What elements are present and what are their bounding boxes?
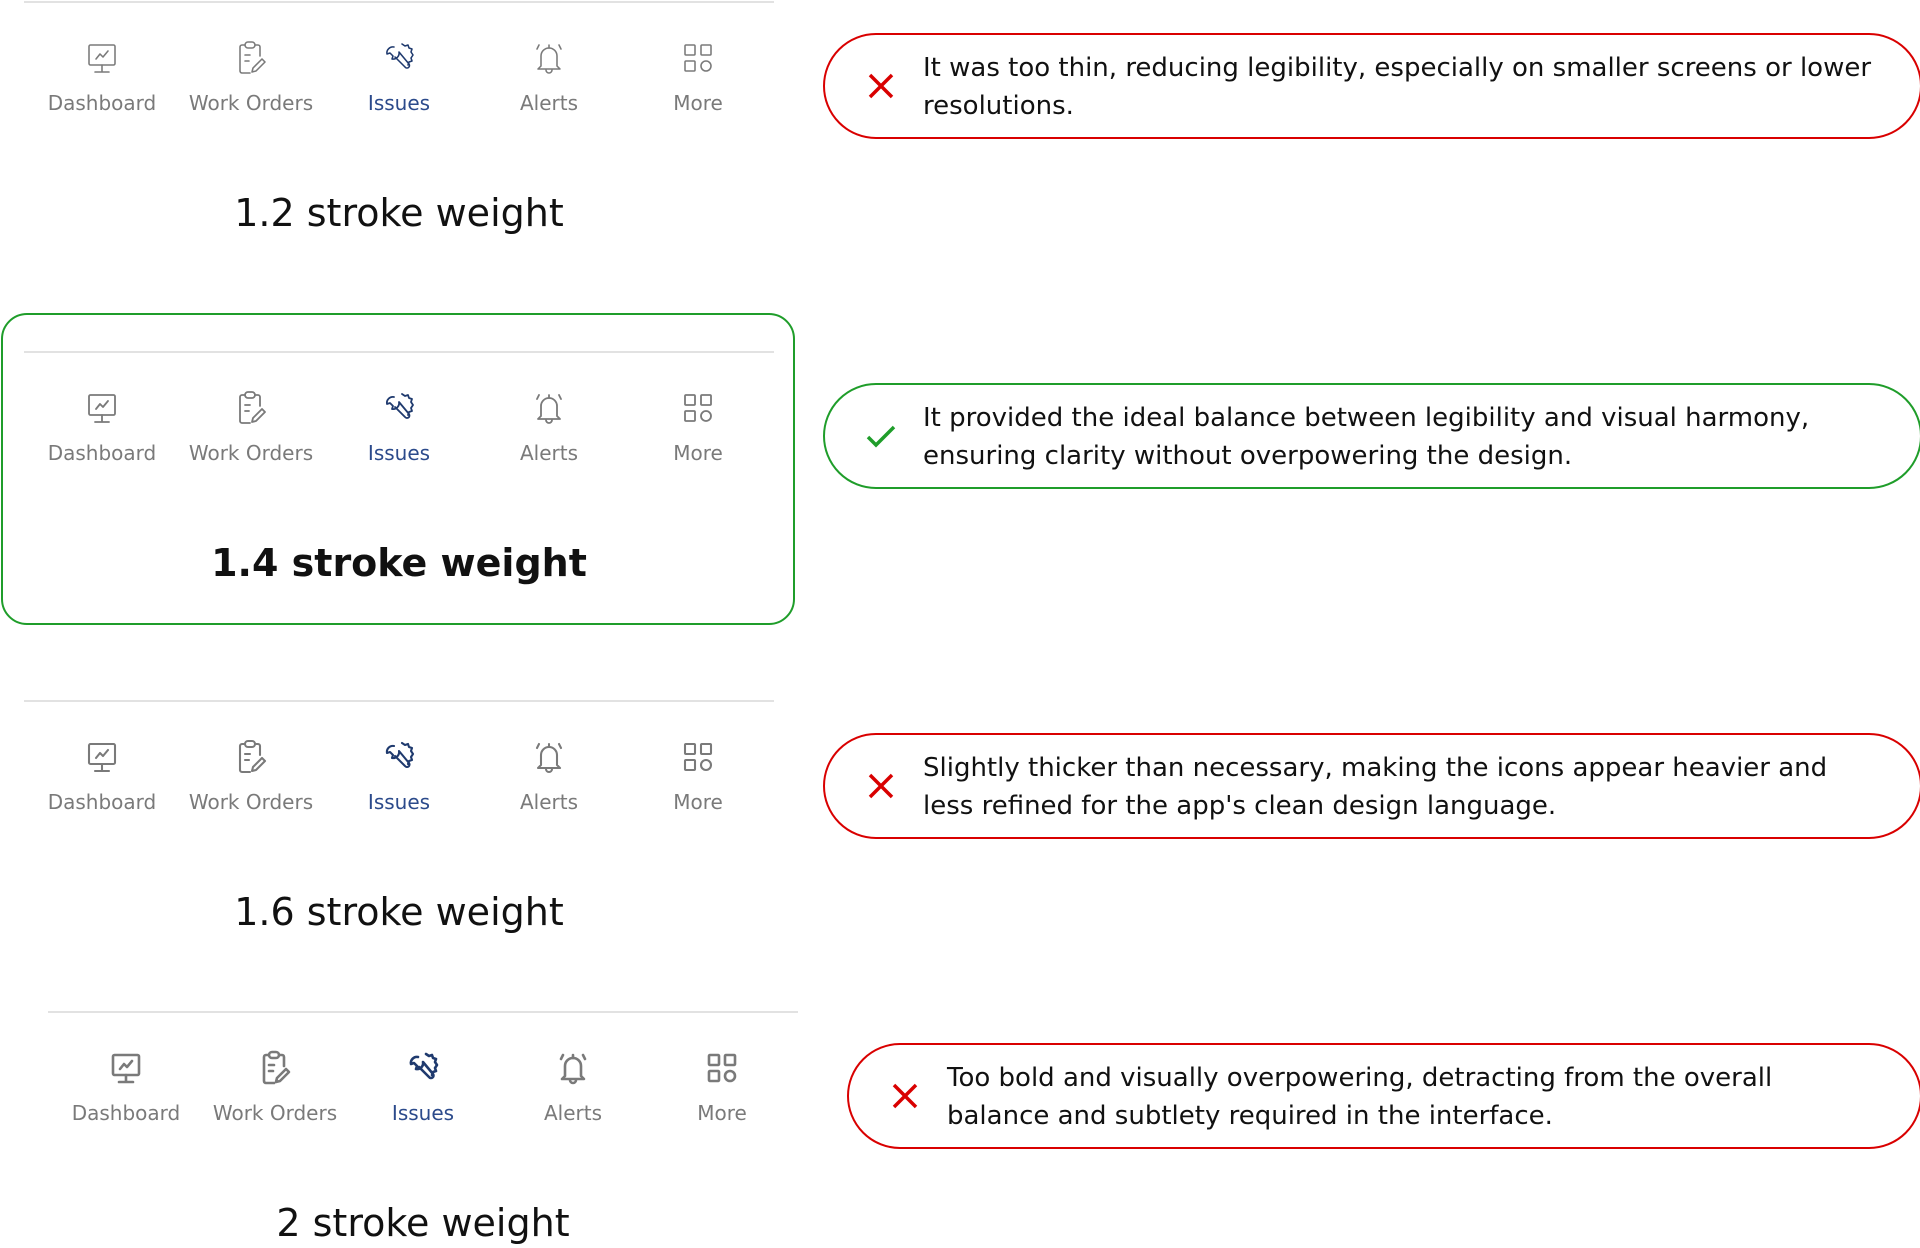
bell-icon bbox=[536, 394, 562, 424]
nav-item-more[interactable]: More bbox=[628, 37, 768, 115]
nav-top-divider bbox=[24, 700, 774, 702]
nav-item-label: Work Orders bbox=[188, 790, 314, 814]
nav-item-work-orders[interactable]: Work Orders bbox=[181, 736, 321, 814]
wrench-gear-icon bbox=[409, 1052, 439, 1080]
nav-item-label: Issues bbox=[367, 790, 431, 814]
grid-icon bbox=[684, 44, 712, 72]
nav-item-issues[interactable]: Issues bbox=[329, 37, 469, 115]
nav-item-dashboard[interactable]: Dashboard bbox=[32, 736, 172, 814]
nav-item-work-orders[interactable]: Work Orders bbox=[181, 387, 321, 465]
bottom-nav-bar: Dashboard Work Orders Issues Alerts More bbox=[24, 37, 774, 137]
clipboard-edit-icon bbox=[239, 41, 266, 74]
clipboard-edit-icon bbox=[239, 391, 266, 424]
nav-top-divider bbox=[24, 1, 774, 3]
nav-item-issues[interactable]: Issues bbox=[329, 387, 469, 465]
nav-item-issues[interactable]: Issues bbox=[353, 1047, 493, 1125]
nav-item-label: Dashboard bbox=[47, 790, 157, 814]
nav-item-label: Issues bbox=[367, 441, 431, 465]
nav-item-alerts[interactable]: Alerts bbox=[479, 736, 619, 814]
verdict-callout: It provided the ideal balance between le… bbox=[823, 383, 1920, 489]
nav-item-dashboard[interactable]: Dashboard bbox=[32, 387, 172, 465]
variant-caption: 1.2 stroke weight bbox=[234, 191, 564, 235]
nav-item-label: Work Orders bbox=[188, 441, 314, 465]
nav-item-label: Work Orders bbox=[188, 91, 314, 115]
verdict-text: It provided the ideal balance between le… bbox=[923, 403, 1810, 471]
verdict-text: It was too thin, reducing legibility, es… bbox=[923, 53, 1872, 121]
nav-item-label: Dashboard bbox=[71, 1101, 181, 1125]
nav-item-label: Dashboard bbox=[47, 441, 157, 465]
verdict-text: Too bold and visually overpowering, detr… bbox=[947, 1063, 1773, 1131]
nav-item-work-orders[interactable]: Work Orders bbox=[205, 1047, 345, 1125]
bell-icon bbox=[559, 1053, 587, 1085]
variant-caption: 2 stroke weight bbox=[276, 1201, 570, 1245]
close-x-icon bbox=[868, 773, 894, 799]
nav-item-label: Alerts bbox=[543, 1101, 603, 1125]
nav-item-more[interactable]: More bbox=[652, 1047, 792, 1125]
bottom-nav-bar: Dashboard Work Orders Issues Alerts More bbox=[24, 387, 774, 487]
bell-icon bbox=[535, 742, 563, 773]
nav-item-label: More bbox=[697, 1101, 747, 1125]
nav-item-more[interactable]: More bbox=[628, 736, 768, 814]
wrench-gear-icon bbox=[385, 741, 415, 769]
verdict-text: Slightly thicker than necessary, making … bbox=[923, 753, 1828, 821]
wrench-gear-icon bbox=[386, 393, 414, 419]
clipboard-edit-icon bbox=[262, 1050, 291, 1085]
grid-icon bbox=[707, 1053, 737, 1083]
nav-item-more[interactable]: More bbox=[628, 387, 768, 465]
close-x-icon bbox=[892, 1083, 918, 1109]
nav-item-label: More bbox=[673, 790, 723, 814]
nav-item-alerts[interactable]: Alerts bbox=[479, 387, 619, 465]
nav-item-label: More bbox=[673, 91, 723, 115]
bell-icon bbox=[536, 44, 562, 74]
monitor-chart-icon bbox=[88, 394, 116, 423]
verdict-callout: Slightly thicker than necessary, making … bbox=[823, 733, 1920, 839]
selected-variant-highlight bbox=[1, 313, 795, 625]
nav-item-alerts[interactable]: Alerts bbox=[503, 1047, 643, 1125]
close-x-icon bbox=[868, 73, 894, 99]
nav-top-divider bbox=[24, 351, 774, 353]
verdict-callout: It was too thin, reducing legibility, es… bbox=[823, 33, 1920, 139]
variant-caption: 1.4 stroke weight bbox=[211, 541, 587, 585]
nav-item-issues[interactable]: Issues bbox=[329, 736, 469, 814]
nav-item-label: Issues bbox=[367, 91, 431, 115]
variant-caption: 1.6 stroke weight bbox=[234, 890, 564, 934]
grid-icon bbox=[684, 394, 712, 422]
verdict-callout: Too bold and visually overpowering, detr… bbox=[847, 1043, 1920, 1149]
check-icon bbox=[866, 425, 896, 448]
nav-item-dashboard[interactable]: Dashboard bbox=[32, 37, 172, 115]
monitor-chart-icon bbox=[87, 742, 117, 773]
monitor-chart-icon bbox=[111, 1053, 141, 1084]
nav-item-label: Alerts bbox=[519, 790, 579, 814]
nav-top-divider bbox=[48, 1011, 798, 1013]
grid-icon bbox=[683, 742, 713, 772]
nav-item-label: Issues bbox=[391, 1101, 455, 1125]
nav-item-label: Alerts bbox=[519, 441, 579, 465]
nav-item-label: More bbox=[673, 441, 723, 465]
nav-item-work-orders[interactable]: Work Orders bbox=[181, 37, 321, 115]
nav-item-label: Work Orders bbox=[212, 1101, 338, 1125]
bottom-nav-bar: Dashboard Work Orders Issues Alerts More bbox=[24, 736, 774, 836]
nav-item-label: Dashboard bbox=[47, 91, 157, 115]
nav-item-label: Alerts bbox=[519, 91, 579, 115]
monitor-chart-icon bbox=[88, 44, 116, 73]
clipboard-edit-icon bbox=[238, 739, 267, 774]
wrench-gear-icon bbox=[386, 43, 414, 69]
bottom-nav-bar: Dashboard Work Orders Issues Alerts More bbox=[48, 1047, 798, 1147]
nav-item-alerts[interactable]: Alerts bbox=[479, 37, 619, 115]
nav-item-dashboard[interactable]: Dashboard bbox=[56, 1047, 196, 1125]
